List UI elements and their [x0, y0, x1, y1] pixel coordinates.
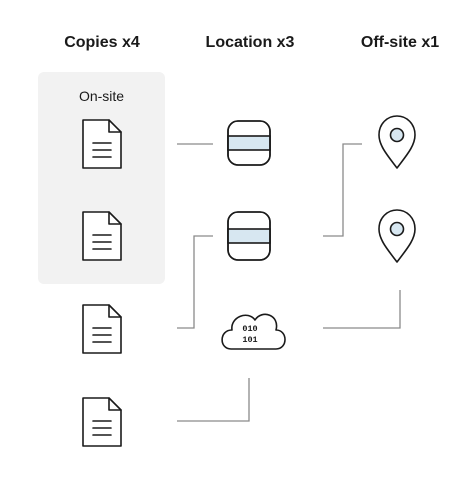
document-icon: [82, 119, 122, 169]
connector-doc4-cloud: [177, 378, 250, 422]
connectors: [177, 143, 401, 422]
offsite-header: Off-site x1: [360, 34, 440, 51]
location-header: Location x3: [205, 34, 295, 51]
onsite-label: On-site: [78, 88, 125, 104]
map-pin-icon: [378, 209, 416, 263]
cloud-binary-line1: 010: [242, 324, 257, 334]
document-icon: [82, 397, 122, 447]
document-icon: [82, 211, 122, 261]
cloud-binary-line2: 101: [242, 335, 257, 345]
database-icon: [227, 120, 271, 166]
connector-doc3-db2: [177, 235, 213, 329]
document-icon: [82, 304, 122, 354]
database-icon: [227, 211, 271, 261]
connector-db2-pin: [323, 143, 362, 237]
copies-header: Copies x4: [64, 34, 140, 51]
connector-cloud-pin2: [323, 290, 401, 329]
cloud-icon: 010 101: [221, 313, 286, 350]
map-pin-icon: [378, 115, 416, 169]
